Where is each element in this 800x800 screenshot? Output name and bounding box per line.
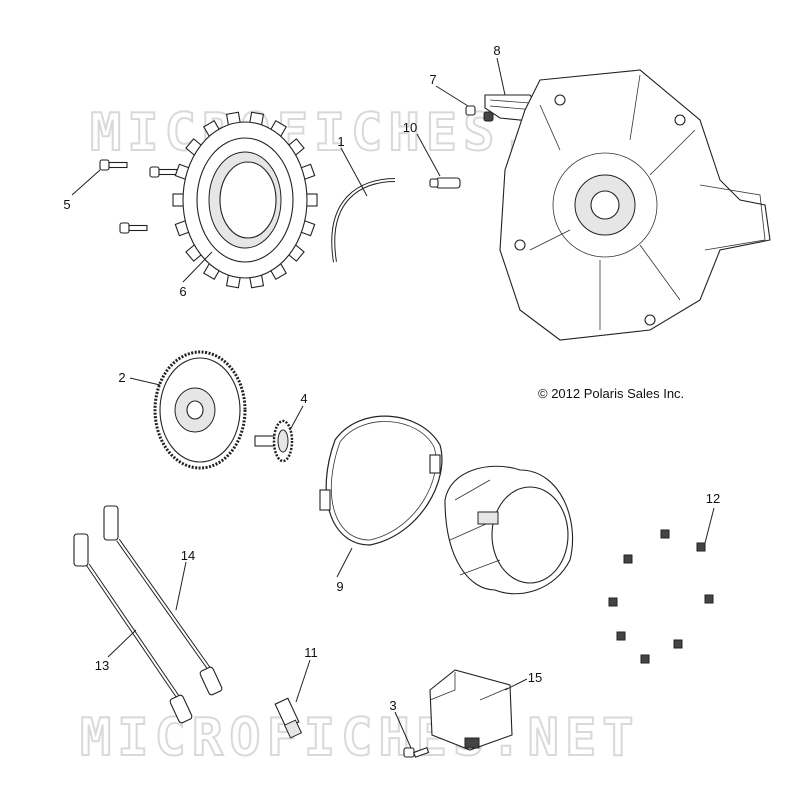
bolts-part-7 (465, 105, 494, 122)
callout-2: 2 (118, 370, 125, 385)
magneto-cover (444, 465, 574, 595)
screws-part-12 (608, 529, 714, 664)
callout-7: 7 (429, 72, 436, 87)
screw-part-3 (403, 747, 430, 758)
callout-10: 10 (403, 120, 417, 135)
callouts: 1 2 3 4 5 6 7 8 9 10 11 12 13 14 15 (63, 43, 720, 713)
copyright-text: © 2012 Polaris Sales Inc. (538, 386, 684, 401)
ignition-lead-part-14 (103, 505, 223, 696)
gear-part-4 (254, 419, 294, 463)
callout-8: 8 (493, 43, 500, 58)
wire-part-1 (331, 178, 396, 263)
gasket-part-9 (319, 415, 443, 546)
module-part-15 (429, 669, 513, 751)
spark-plug-part-11 (274, 697, 303, 739)
flywheel-part-2 (153, 350, 247, 470)
leader-lines (71, 57, 715, 749)
ignition-lead-part-13 (73, 533, 193, 724)
screws-part-5 (99, 159, 178, 234)
callout-9: 9 (336, 579, 343, 594)
watermark-bottom: MICROFICHES.NET (80, 708, 640, 768)
stator-part-6 (172, 111, 318, 289)
callout-4: 4 (300, 391, 307, 406)
callout-5: 5 (63, 197, 70, 212)
callout-1: 1 (337, 134, 344, 149)
callout-14: 14 (181, 548, 195, 563)
callout-3: 3 (389, 698, 396, 713)
grommet-part-10 (429, 177, 461, 189)
callout-11: 11 (304, 645, 318, 660)
callout-12: 12 (706, 491, 720, 506)
callout-15: 15 (528, 670, 542, 685)
callout-6: 6 (179, 284, 186, 299)
magneto-housing (499, 69, 771, 341)
callout-13: 13 (95, 658, 109, 673)
